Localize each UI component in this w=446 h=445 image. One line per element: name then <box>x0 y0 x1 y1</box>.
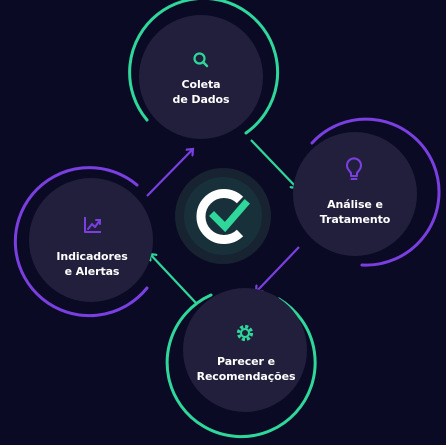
chart-trend-icon <box>84 217 101 233</box>
node-indicadores <box>13 166 153 318</box>
node-coleta <box>128 0 280 139</box>
node-parecer-label-line1: Parecer e <box>217 355 275 368</box>
arrow-coleta-to-analise <box>250 139 297 188</box>
node-analise-label-line2: Tratamento <box>319 213 391 226</box>
node-indicadores-label-line1: Indicadores <box>56 250 128 263</box>
arrow-parecer-to-indicadores <box>150 254 197 304</box>
gear-icon <box>236 324 254 342</box>
center-logo <box>175 168 271 264</box>
node-analise <box>293 117 441 267</box>
node-parecer-ring <box>165 293 317 439</box>
node-indicadores-disc <box>29 178 153 302</box>
node-analise-ring <box>310 117 441 267</box>
arrow-indicadores-to-coleta <box>146 149 193 197</box>
node-coleta-label-line2: de Dados <box>172 93 230 106</box>
node-parecer <box>165 288 317 439</box>
node-analise-label: Análise e Tratamento <box>319 197 391 227</box>
node-parecer-label-line2: Recomendações <box>196 370 296 383</box>
node-indicadores-label: Indicadores e Alertas <box>56 249 127 279</box>
node-analise-disc <box>293 132 417 256</box>
search-icon <box>193 52 209 68</box>
arrow-analise-to-parecer <box>256 246 300 292</box>
logo-check-icon <box>196 189 250 244</box>
lightbulb-icon <box>346 157 362 180</box>
node-coleta-label-line1: Coleta <box>181 78 221 91</box>
node-parecer-disc <box>183 288 307 412</box>
node-indicadores-label-line2: e Alertas <box>64 265 120 278</box>
node-parecer-label: Parecer e Recomendações <box>197 354 296 384</box>
node-indicadores-ring <box>13 166 149 318</box>
node-analise-label-line1: Análise e <box>327 198 383 211</box>
node-coleta-ring <box>128 0 280 135</box>
node-coleta-label: Coleta de Dados <box>173 77 230 107</box>
node-coleta-disc <box>139 15 263 139</box>
